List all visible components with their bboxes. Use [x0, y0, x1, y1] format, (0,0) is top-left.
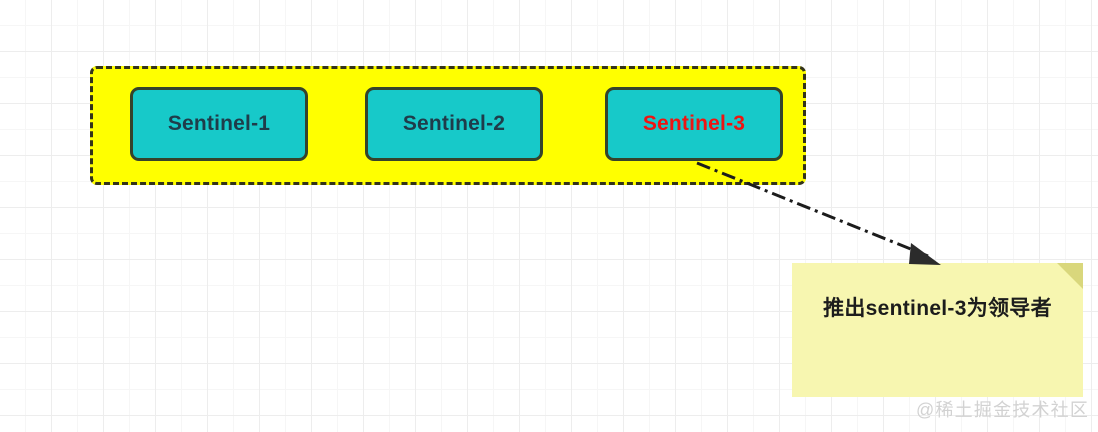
- node-sentinel-2-label: Sentinel-2: [402, 112, 506, 135]
- node-sentinel-2[interactable]: Sentinel-2: [365, 87, 543, 161]
- node-sentinel-3[interactable]: Sentinel-3: [605, 87, 783, 161]
- note-callout[interactable]: 推出sentinel-3为领导者: [792, 263, 1083, 397]
- node-sentinel-1[interactable]: Sentinel-1: [130, 87, 308, 161]
- watermark: @稀土掘金技术社区: [916, 400, 1090, 420]
- connector-arrowhead-icon: [909, 243, 941, 265]
- note-callout-text: 推出sentinel-3为领导者: [823, 297, 1052, 320]
- node-sentinel-3-label: Sentinel-3: [642, 112, 746, 135]
- note-fold-corner-icon: [1057, 263, 1083, 289]
- node-sentinel-1-label: Sentinel-1: [167, 112, 271, 135]
